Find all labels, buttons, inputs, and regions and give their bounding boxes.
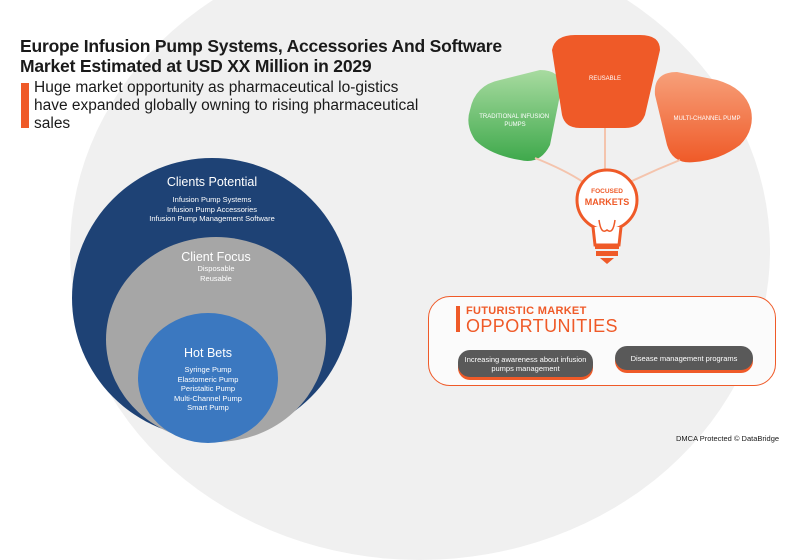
opportunities-accent-bar (456, 306, 460, 332)
client-focus-text: Client Focus Disposable Reusable (136, 250, 296, 283)
petal-reusable (552, 35, 660, 128)
hot-bets-item: Smart Pump (187, 403, 229, 412)
petal-traditional-infusion-pumps (468, 70, 561, 161)
petal-label-1-part: TRADITIONAL INFUSION (479, 114, 549, 120)
hot-bets-circle (138, 313, 278, 443)
petal-label-3: MULTI-CHANNEL PUMP (673, 116, 740, 122)
clients-potential-item: Infusion Pump Management Software (149, 214, 275, 223)
connector-line (629, 159, 681, 183)
bulb-label-line-2: MARKETS (585, 197, 630, 207)
opportunities-title-line-1: FUTURISTIC MARKET (466, 305, 587, 317)
opportunities-title-line-2: OPPORTUNITIES (466, 316, 618, 336)
client-focus-heading: Client Focus (181, 250, 251, 264)
petal-label-1: TRADITIONAL INFUSION PUMPS (479, 114, 550, 128)
petal-multi-channel-pump (654, 72, 752, 163)
filament (598, 219, 616, 232)
opportunity-item: Increasing awareness about infusion pump… (458, 350, 593, 377)
hot-bets-item: Elastomeric Pump (177, 374, 239, 384)
focused-markets-graphic: FOCUSED MARKETS TRADITIONAL INFUSION PUM… (468, 35, 752, 264)
bulb-tip (600, 258, 614, 264)
title-line-1: Europe Infusion Pump Systems, Accessorie… (20, 36, 502, 56)
connector-line (534, 157, 584, 183)
copyright-credit: DMCA Protected © DataBridge (676, 434, 780, 443)
subtitle: Huge market opportunity as pharmaceutica… (34, 79, 419, 132)
bulb-base-ring (595, 244, 619, 249)
petal-label-1-part: PUMPS (504, 122, 525, 128)
subtitle-accent-bar (21, 83, 29, 128)
clients-potential-heading: Clients Potential (166, 175, 258, 189)
opportunity-item: Disease management programs (615, 346, 753, 370)
clients-potential-item: Infusion Pump Systems (172, 195, 252, 204)
bulb-label-line-1: FOCUSED (591, 188, 623, 195)
hot-bets-item: Syringe Pump (184, 365, 232, 374)
petal-label-2: REUSABLE (589, 76, 621, 82)
hot-bets-heading: Hot Bets (184, 346, 232, 360)
client-focus-item: Disposable (197, 264, 235, 273)
clients-potential-item: Infusion Pump Accessories (166, 204, 258, 214)
client-focus-item: Reusable (200, 273, 232, 283)
page-title: Europe Infusion Pump Systems, Accessorie… (20, 36, 502, 76)
hot-bets-item: Peristaltic Pump (180, 384, 236, 393)
bulb-base-ring (596, 251, 618, 256)
clients-potential-text: Clients Potential Infusion Pump Systems … (112, 175, 312, 224)
hot-bets-text: Hot Bets Syringe Pump Elastomeric Pump P… (148, 346, 268, 413)
title-line-2: Market Estimated at USD XX Million in 20… (20, 56, 372, 76)
hot-bets-item: Multi-Channel Pump (174, 393, 242, 403)
